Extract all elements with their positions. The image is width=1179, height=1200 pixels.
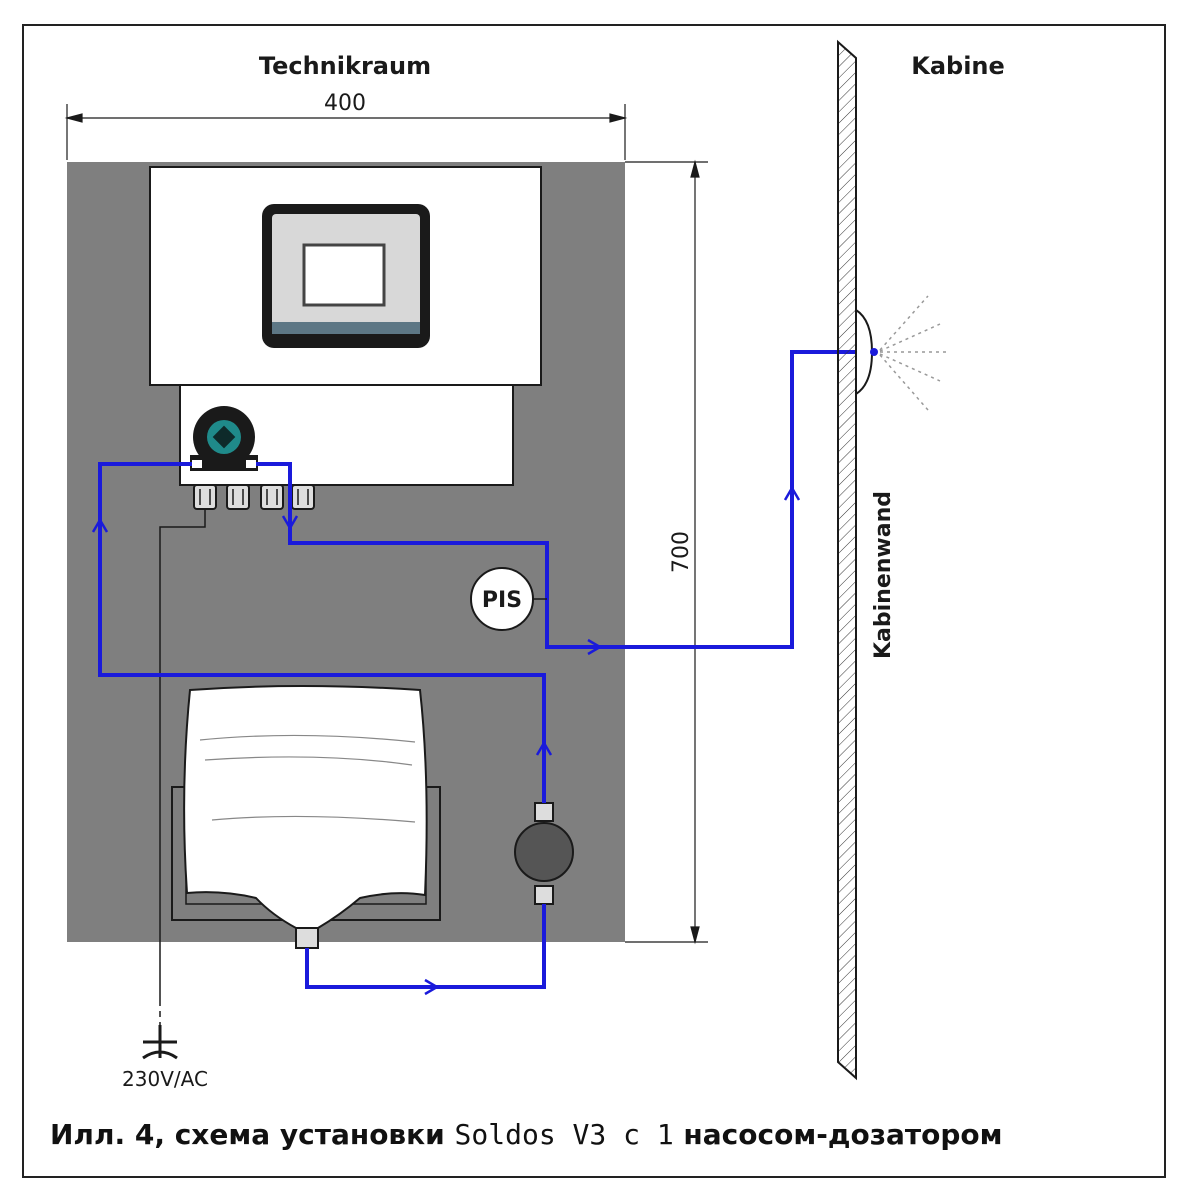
power-plug-icon xyxy=(142,1025,178,1060)
power-supply-label: 230V/AC xyxy=(122,1067,208,1091)
flow-arrows xyxy=(91,485,801,996)
spray-nozzle-icon xyxy=(870,348,878,356)
diagram-frame xyxy=(22,24,1166,1178)
technikraum-label: Technikraum xyxy=(259,52,431,80)
height-dimension-value: 700 xyxy=(669,531,694,573)
power-cable xyxy=(159,509,206,1000)
caption-part-3: насосом-дозатором xyxy=(673,1118,1003,1151)
cabin-wall xyxy=(837,39,857,1081)
caption-part-1: Илл. 4, схема установки xyxy=(50,1118,455,1151)
caption-part-2: Soldos V3 с 1 xyxy=(454,1118,674,1151)
pis-label: PIS xyxy=(482,588,522,613)
display-window xyxy=(302,243,386,307)
tank-outlet-fitting xyxy=(295,927,319,949)
height-dimension xyxy=(625,159,708,945)
display-status-strip xyxy=(272,322,420,334)
width-dimension xyxy=(64,104,628,160)
kabine-label: Kabine xyxy=(911,52,1005,80)
width-dimension-value: 400 xyxy=(324,91,366,116)
solution-bag xyxy=(183,685,428,929)
nozzle-housing xyxy=(855,308,874,396)
dosing-pipes xyxy=(98,350,873,989)
cabin-wall-label: Kabinenwand xyxy=(871,491,896,659)
figure-caption: Илл. 4, схема установки Soldos V3 с 1 на… xyxy=(50,1118,1003,1151)
pis-sensor xyxy=(470,567,534,631)
spray-mist-icon xyxy=(879,295,946,411)
dosing-pump-head xyxy=(190,406,258,471)
